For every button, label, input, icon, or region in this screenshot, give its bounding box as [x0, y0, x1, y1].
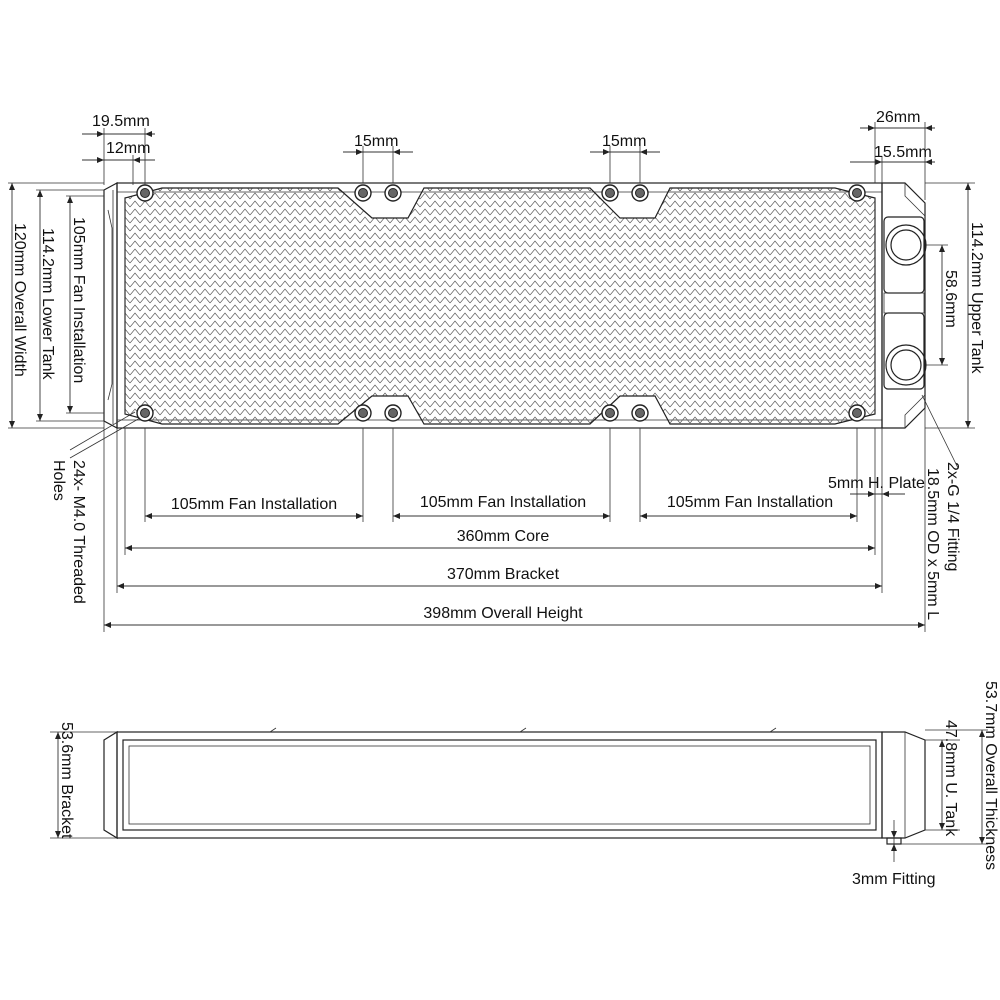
h-plate-label: 5mm H. Plate	[828, 475, 925, 492]
threaded-holes-label: 24x- M4.0 Threaded	[70, 460, 87, 604]
mount-holes	[136, 184, 866, 422]
mount-hole	[848, 404, 866, 422]
fitting-3mm-label: 3mm Fitting	[852, 871, 936, 888]
fan-105-right-label: 105mm Fan Installation	[667, 494, 833, 511]
fitting-port-bottom	[885, 344, 927, 386]
mount-hole	[354, 184, 372, 202]
mount-hole	[631, 404, 649, 422]
upper-tank	[881, 182, 926, 429]
core-360-label: 360mm Core	[457, 528, 550, 545]
dim-12-label: 12mm	[106, 140, 150, 157]
u-tank-47-8-label: 47.8mm U. Tank	[942, 720, 959, 837]
side-bracket	[116, 731, 883, 839]
mount-hole	[384, 184, 402, 202]
port-spacing-58-6-label: 58.6mm	[942, 270, 959, 328]
mount-hole	[384, 404, 402, 422]
side-view	[103, 727, 926, 845]
fitting-2-label: 18.5mm OD x 5mm L	[924, 468, 941, 620]
overall-width-120-label: 120mm Overall Width	[11, 223, 28, 377]
overall-height-398-label: 398mm Overall Height	[423, 605, 583, 622]
mount-hole	[631, 184, 649, 202]
fitting-1-label: 2x-G 1/4 Fitting	[944, 462, 961, 571]
bracket-370-label: 370mm Bracket	[447, 566, 560, 583]
fan-install-105-v-label: 105mm Fan Installation	[70, 217, 87, 383]
side-dimension-lines	[50, 729, 988, 862]
lower-tank-114-2-label: 114.2mm Lower Tank	[39, 228, 56, 380]
side-end-cap	[103, 730, 118, 840]
dim-26-label: 26mm	[876, 109, 920, 126]
mount-hole	[354, 404, 372, 422]
fan-105-left-label: 105mm Fan Installation	[171, 496, 337, 513]
labels: 19.5mm 12mm 15mm 15mm 26mm 15.5mm 105mm …	[11, 109, 999, 888]
fitting-port-top	[885, 224, 927, 266]
bracket-53-6-label: 53.6mm Bracket	[58, 722, 75, 839]
dim-15-b-label: 15mm	[602, 133, 646, 150]
dim-15-a-label: 15mm	[354, 133, 398, 150]
upper-tank-114-2-label: 114.2mm Upper Tank	[968, 222, 985, 374]
fan-105-mid-label: 105mm Fan Installation	[420, 494, 586, 511]
dim-19-5-label: 19.5mm	[92, 113, 150, 130]
top-view	[103, 181, 927, 430]
mount-hole	[848, 184, 866, 202]
fin-core	[124, 187, 876, 425]
dim-15-5-label: 15.5mm	[874, 144, 932, 161]
mount-hole	[136, 184, 154, 202]
overall-thickness-53-7-label: 53.7mm Overall Thickness	[982, 681, 999, 870]
mount-hole	[601, 184, 619, 202]
side-upper-tank	[881, 731, 926, 839]
mount-hole	[136, 404, 154, 422]
dimension-lines	[8, 122, 975, 632]
mount-hole	[601, 404, 619, 422]
holes-label: Holes	[50, 460, 67, 501]
